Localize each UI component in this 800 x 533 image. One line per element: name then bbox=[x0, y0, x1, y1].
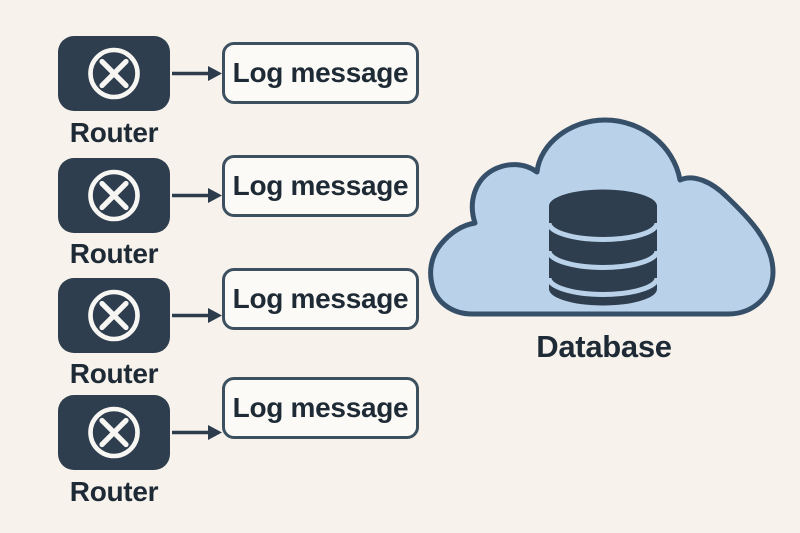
router-x-icon bbox=[88, 406, 140, 459]
flow-arrow-icon bbox=[172, 66, 222, 81]
flow-arrow-icon bbox=[172, 188, 222, 203]
router-x-icon bbox=[88, 289, 140, 342]
router-node bbox=[58, 278, 170, 353]
flow-arrow-icon bbox=[172, 308, 222, 323]
log-message-label: Log message bbox=[232, 57, 409, 88]
router-x-icon bbox=[88, 47, 140, 100]
cloud-icon bbox=[428, 117, 776, 317]
router-label: Router bbox=[69, 358, 159, 389]
router-label: Router bbox=[69, 476, 159, 507]
router-x-icon bbox=[88, 169, 140, 222]
log-message-box: Log message bbox=[222, 155, 419, 217]
log-message-label: Log message bbox=[232, 170, 409, 201]
router-node bbox=[58, 158, 170, 233]
router-node bbox=[58, 36, 170, 111]
database-label: Database bbox=[536, 329, 672, 364]
log-message-box: Log message bbox=[222, 42, 419, 104]
log-message-box: Log message bbox=[222, 268, 419, 330]
log-message-label: Log message bbox=[232, 283, 409, 314]
router-node bbox=[58, 395, 170, 470]
flow-arrow-icon bbox=[172, 425, 222, 440]
log-message-label: Log message bbox=[232, 392, 409, 423]
log-message-box: Log message bbox=[222, 377, 419, 439]
router-label: Router bbox=[69, 238, 159, 269]
router-label: Router bbox=[69, 117, 159, 148]
database-cylinder-icon bbox=[546, 189, 660, 306]
